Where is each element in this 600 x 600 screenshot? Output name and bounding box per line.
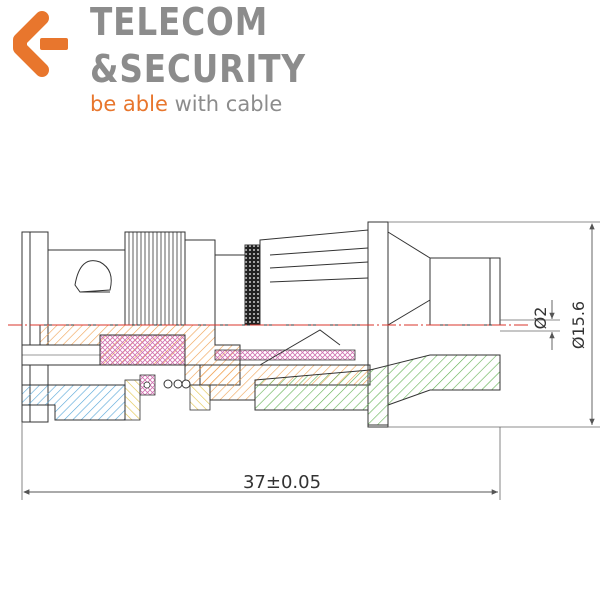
tagline-rest: with cable (167, 92, 283, 116)
pin-diameter-label: Ø2 (531, 307, 550, 330)
brand-logo: TELECOM &SECURITY be able with cable (0, 0, 305, 125)
brand-tagline: be able with cable (90, 92, 282, 116)
telecom-security-logo-icon (13, 11, 68, 77)
brand-name-line-1: TELECOM (90, 0, 269, 44)
length-dimension: 37±0.05 (21, 422, 501, 500)
connector-cross-section (21, 324, 501, 426)
outer-diameter-dimension: Ø15.6 (388, 221, 600, 428)
tagline-accent: be able (90, 92, 168, 116)
length-dimension-label: 37±0.05 (243, 472, 321, 493)
outer-diameter-label: Ø15.6 (569, 301, 588, 349)
brand-name-line-2: &SECURITY (90, 47, 306, 91)
pin-diameter-dimension: Ø2 (500, 300, 560, 350)
